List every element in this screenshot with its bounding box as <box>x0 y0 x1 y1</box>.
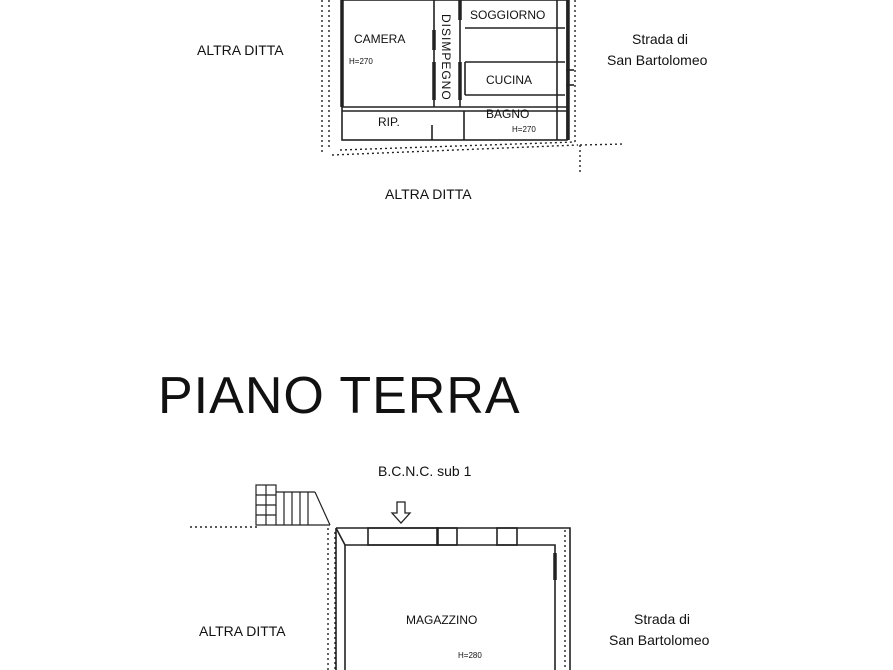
room-bagno-label: BAGNO <box>486 107 530 121</box>
ground-street-label-line2: San Bartolomeo <box>609 632 710 648</box>
upper-floor-wall-thickness <box>340 0 570 140</box>
upper-left-neighbor-label: ALTRA DITTA <box>197 42 284 58</box>
room-magazzino-height: H=280 <box>458 651 482 660</box>
room-camera-height: H=270 <box>349 57 373 66</box>
ground-floor-walls <box>335 527 571 670</box>
room-cucina-label: CUCINA <box>486 73 533 87</box>
exterior-stair <box>255 484 331 526</box>
upper-floor-boundary <box>321 0 626 175</box>
upper-street-label-line1: Strada di <box>632 31 689 47</box>
room-magazzino-label: MAGAZZINO <box>406 613 478 627</box>
entrance-arrow-icon <box>390 501 412 524</box>
entrance-label: B.C.N.C. sub 1 <box>378 463 472 479</box>
ground-floor-site-lines <box>190 526 566 670</box>
room-bagno-height: H=270 <box>512 125 536 134</box>
room-disimpegno-label: DISIMPEGNO <box>439 14 453 101</box>
room-rip-label: RIP. <box>378 115 400 129</box>
room-camera-label: CAMERA <box>354 32 406 46</box>
upper-bottom-neighbor-label: ALTRA DITTA <box>385 186 472 202</box>
ground-floor-title: PIANO TERRA <box>158 367 521 425</box>
room-soggiorno-label: SOGGIORNO <box>470 8 546 22</box>
ground-left-neighbor-label: ALTRA DITTA <box>199 623 286 639</box>
upper-street-label-line2: San Bartolomeo <box>607 52 708 68</box>
ground-street-label-line1: Strada di <box>634 611 691 627</box>
